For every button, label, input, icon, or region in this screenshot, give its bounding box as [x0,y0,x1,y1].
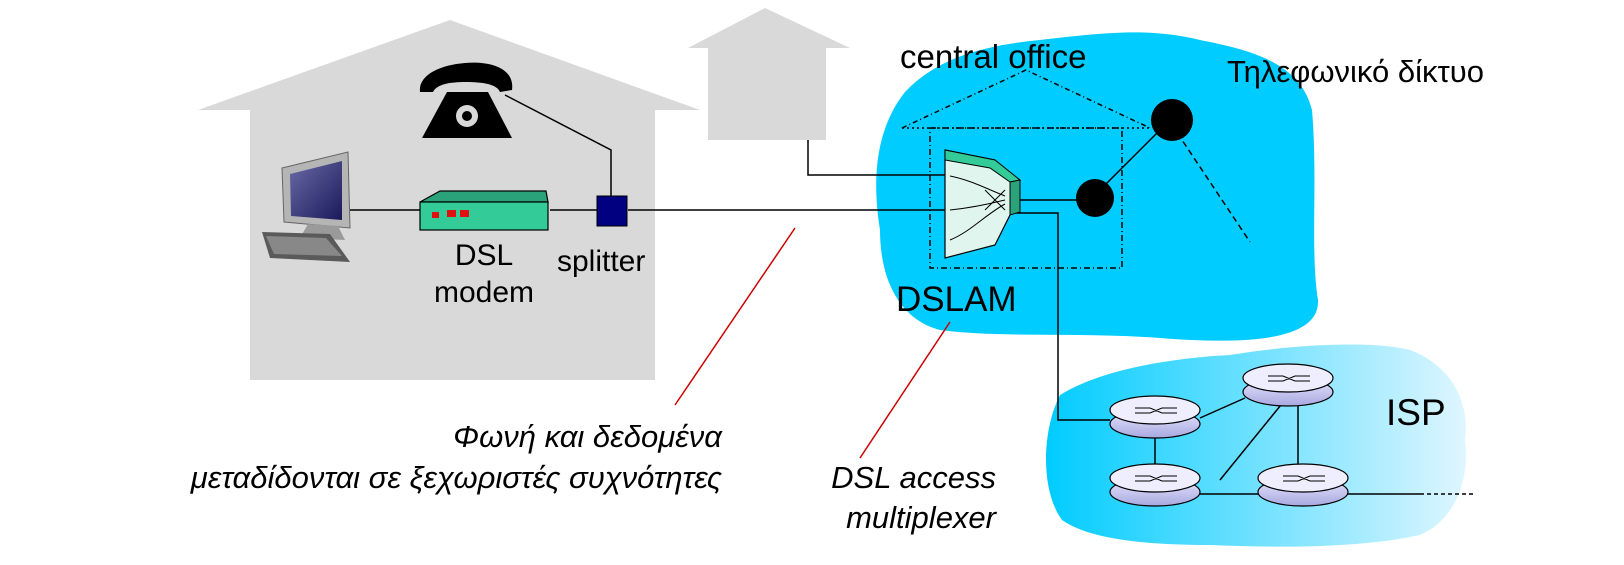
network-link-dashed [1171,124,1251,243]
voice-data-caption-line1: Φωνή και δεδομένα [453,419,723,454]
voice-data-pointer [674,227,796,406]
dsl-modem-label-line2: modem [434,276,534,309]
isp-links [1154,397,1475,495]
phone-network-label: Τηλεφωνικό δίκτυο [1227,54,1484,89]
central-office-label: central office [900,38,1087,75]
phone-switch-node [1076,179,1114,217]
home-house [198,20,700,380]
dsl-modem-label-line1: DSL [455,239,513,272]
router-icon [1257,463,1349,507]
dslam-pointer [859,321,951,459]
neighbor-house [688,8,850,140]
splitter-label: splitter [557,245,645,278]
router-icon [1109,463,1201,507]
router-icon [1109,395,1201,439]
dslam-caption-line1: DSL access [831,460,996,495]
splitter-icon [596,195,628,227]
router-icon [1242,363,1334,407]
central-office-outline [901,69,1151,269]
telephone-icon [419,62,513,138]
cables [345,94,1171,421]
phone-switch-node [1151,99,1193,141]
dsl-modem-icon [419,190,549,231]
dslam-caption-line2: multiplexer [846,500,998,535]
dslam-icon [944,149,1022,259]
dslam-label: DSLAM [896,280,1017,319]
computer-icon [262,151,351,262]
isp-label: ISP [1386,392,1446,433]
voice-data-caption-line2: μεταδίδονται σε ξεχωριστές συχνότητες [190,460,722,495]
